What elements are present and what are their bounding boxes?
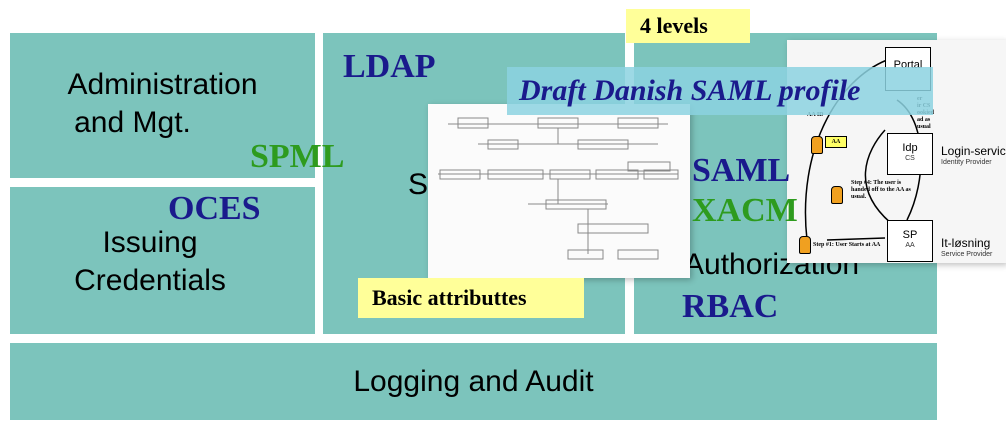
step4-text: Step #4: The user is handed off to the A… [851,180,911,200]
issuing-box [10,187,315,334]
admin-label: Administration and Mgt. [10,66,315,142]
it-losning-sublabel: Service Provider [941,251,993,258]
user-figure-icon [799,236,811,254]
user-figure-icon [811,136,823,154]
idp-node: Idp CS [887,133,933,175]
draft-saml-profile-banner: Draft Danish SAML profile [507,67,933,115]
oces-keyword: OCES [168,190,261,227]
issuing-label-line2: Credentials [74,264,226,297]
saml-keyword: SAML [692,152,791,189]
issuing-label: Issuing Credentials [10,224,310,300]
spml-keyword: SPML [250,138,345,175]
four-levels-callout: 4 levels [626,9,750,43]
sp-node: SP AA [887,220,933,262]
admin-label-line1: Administration [67,68,258,101]
step1-text: Step #1: User Starts at AA [813,242,881,248]
login-service-sublabel: Identity Provider [941,159,992,166]
logging-label: Logging and Audit [353,365,594,398]
sp-node-label: SP [902,229,918,241]
it-losning-label: It-løsning [941,236,991,250]
user-figure-icon [831,186,843,204]
rbac-keyword: RBAC [682,288,779,325]
center-partial-label: S [408,168,429,201]
admin-box [10,33,315,178]
issuing-label-line1: Issuing [102,226,198,259]
aa-id-text: AA ID [807,112,824,118]
login-service-label: Login-service [941,144,1006,158]
schema-diagram-image [428,104,690,278]
sp-node-sub: AA [905,242,915,249]
xacml-keyword: XACM [692,192,798,229]
idp-node-label: Idp [902,142,918,154]
basic-attributes-callout: Basic attributtes [358,278,584,318]
logging-box [10,343,937,420]
ldap-keyword: LDAP [343,48,436,85]
aa-token-tag: AA [825,136,847,148]
admin-label-line2: and Mgt. [74,106,191,139]
idp-node-sub: CS [905,155,915,162]
schema-diagram-sketch [438,117,679,260]
